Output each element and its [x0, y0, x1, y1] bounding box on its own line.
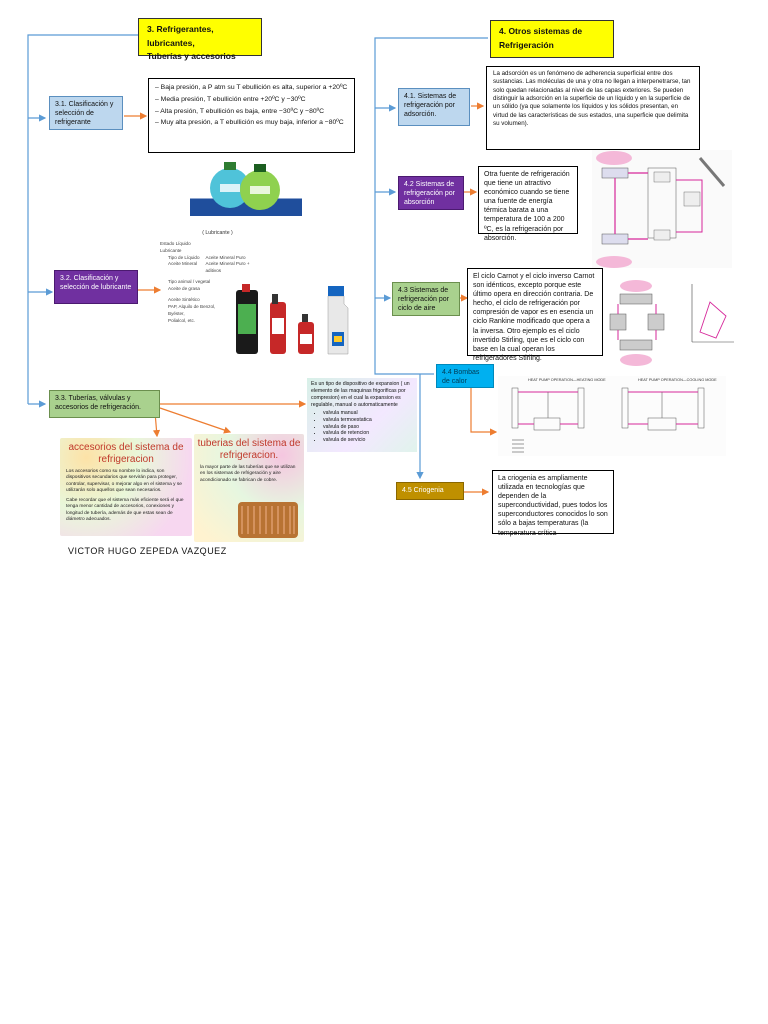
lubricant-sintetico: Aceite Sintético	[168, 297, 200, 303]
lubricant-mineral-aditivos: Aceite Mineral Puro + aditivos	[205, 261, 250, 274]
ciclo-aire-text-box: El ciclo Carnot y el ciclo inverso Carno…	[467, 268, 603, 362]
section4-header: 4. Otros sistemas de Refrigeración	[490, 20, 614, 58]
box-4-3: 4.3 Sistemas de refrigeración por ciclo …	[392, 282, 460, 316]
lubricant-sintetico-1: PAP, Alquilo de Benzol,	[168, 303, 216, 309]
accesorios-card-text1: Los accesorios como su nombre lo indica,…	[66, 469, 182, 494]
box-3-3: 3.3. Tuberías, válvulas y accesorios de …	[49, 390, 160, 418]
box-4-1: 4.1. Sistemas de refrigeración por adsor…	[398, 88, 470, 126]
heat-pump-heating-title: HEAT PUMP OPERATION—HEATING MODE	[528, 378, 606, 382]
heat-pump-diagrams: HEAT PUMP OPERATION—HEATING MODE HEAT PU…	[498, 376, 726, 456]
lubricant-mineral-puro: Aceite Mineral Puro	[205, 254, 246, 260]
lubricant-chart-title: ( Lubricante )	[202, 230, 233, 236]
lubricant-sintetico-2: Byéster,	[168, 310, 185, 316]
box-4-2: 4.2 Sistemas de refrigeración por absorc…	[398, 176, 464, 210]
expansion-valve-card: Es un tipo de dispositivo de expansion (…	[307, 378, 417, 452]
tuberias-card: tuberias del sistema de refrigeracion. l…	[194, 434, 304, 542]
box-3-2: 3.2. Clasificación y selección de lubric…	[54, 270, 138, 304]
air-cycle-diagram	[606, 276, 736, 368]
author-name: VICTOR HUGO ZEPEDA VAZQUEZ	[68, 546, 227, 556]
lubricant-tipo: Tipo de Líquido	[168, 254, 200, 260]
absorption-diagram-graphic	[596, 151, 726, 268]
arrow-3-3-tuberias	[159, 407, 232, 434]
box-3-3-label: 3.3. Tuberías, válvulas y accesorios de …	[55, 395, 141, 412]
valve-item: valvula de servicio	[323, 437, 413, 444]
expansion-valve-text: Es un tipo de dispositivo de expansion (…	[311, 381, 410, 409]
valve-item: valvula termoestatica	[323, 417, 413, 424]
heat-pump-cooling-title: HEAT PUMP OPERATION—COOLING MODE	[638, 378, 717, 382]
absorcion-text: Otra fuente de refrigeración que tiene u…	[484, 171, 570, 242]
refrigerant-list: – Baja presión, a P atm su T ebullición …	[155, 84, 348, 128]
lubricant-lubricante: Lubricante	[160, 247, 182, 253]
ciclo-aire-text: El ciclo Carnot y el ciclo inverso Carno…	[473, 273, 595, 362]
valve-list: valvula manual valvula termoestatica val…	[317, 410, 413, 444]
box-4-5: 4.5 Criogenia	[396, 482, 464, 500]
lubricant-sintetico-3: Polialcol, etc.	[168, 317, 196, 323]
criogenia-text-box: La criogenia es ampliamente utilizada en…	[492, 470, 614, 537]
lubricant-aceite-mineral: Aceite Mineral	[168, 261, 198, 267]
valve-item: valvula de retencion	[323, 430, 413, 437]
lubricant-products-image	[232, 282, 360, 358]
refrigerant-low: – Baja presión, a P atm su T ebullición …	[155, 84, 348, 91]
absorption-diagram	[592, 150, 732, 268]
valve-item: valvula manual	[323, 410, 413, 417]
lubricant-chart: ( Lubricante ) Estado Líquido Lubricante…	[160, 230, 275, 340]
section4-header-line2: Refrigeración	[499, 39, 554, 50]
copper-coil-image	[238, 502, 298, 538]
section4-header-line1: 4. Otros sistemas de	[499, 26, 583, 36]
air-cycle-graphic	[609, 280, 734, 366]
box-4-1-label: 4.1. Sistemas de refrigeración por adsor…	[404, 93, 457, 119]
box-3-2-label: 3.2. Clasificación y selección de lubric…	[60, 275, 132, 292]
box-4-4: 4.4 Bombas de calor	[436, 364, 494, 388]
tuberias-card-title: tuberias del sistema de refrigeracion.	[197, 438, 301, 461]
box-3-1-label: 3.1. Clasificación y selección de refrig…	[55, 101, 114, 127]
refrigerant-very-high: – Muy alta presión, a T ebullición es mu…	[155, 119, 344, 127]
tuberias-card-text: la mayor parte de las tuberías que se ut…	[200, 465, 296, 483]
absorcion-text-box: Otra fuente de refrigeración que tiene u…	[478, 166, 578, 242]
arrow-4-4-diagram	[470, 388, 498, 436]
section3-header-line2: Tuberías y accesorios	[147, 51, 236, 62]
box-4-3-label: 4.3 Sistemas de refrigeración por ciclo …	[398, 287, 449, 313]
refrigerant-tanks-graphic	[210, 162, 280, 210]
lubricant-bottles-graphic	[236, 284, 349, 355]
adsorcion-text-box: La adsorción es un fenómeno de adherenci…	[486, 66, 700, 150]
heat-pump-graphic	[511, 387, 705, 453]
accesorios-card-title: accesorios del sistema de refrigeracion	[68, 442, 184, 465]
accesorios-card: accesorios del sistema de refrigeracion …	[60, 438, 192, 536]
valve-item: valvula de paso	[323, 424, 413, 431]
section3-spine	[27, 34, 138, 404]
adsorcion-text: La adsorción es un fenómeno de adherenci…	[493, 70, 691, 128]
refrigerant-high: – Alta presión, T ebullición es baja, en…	[155, 107, 325, 115]
lubricant-estado: Estado Líquido	[160, 240, 191, 246]
accesorios-card-text2: Cabe recordar que el sistema más eficien…	[66, 497, 184, 523]
refrigerant-tanks-image	[190, 158, 302, 216]
section3-header-line1: 3. Refrigerantes, lubricantes,	[147, 24, 214, 48]
section4-spine	[374, 37, 488, 375]
box-4-2-label: 4.2 Sistemas de refrigeración por absorc…	[404, 181, 455, 207]
lubricant-tipo-animal: Tipo animal / vegetal	[168, 279, 211, 285]
lubricant-aceite-grasa: Aceite de grasa	[168, 286, 200, 292]
box-4-5-label: 4.5 Criogenia	[402, 487, 444, 494]
section3-header: 3. Refrigerantes, lubricantes, Tuberías …	[138, 18, 262, 61]
refrigerant-classes-box: – Baja presión, a P atm su T ebullición …	[148, 78, 355, 153]
criogenia-text: La criogenia es ampliamente utilizada en…	[498, 475, 608, 537]
box-3-1: 3.1. Clasificación y selección de refrig…	[49, 96, 123, 130]
box-4-4-label: 4.4 Bombas de calor	[442, 369, 480, 386]
refrigerant-medium: – Media presión, T ebullición entre +20º…	[155, 95, 306, 103]
